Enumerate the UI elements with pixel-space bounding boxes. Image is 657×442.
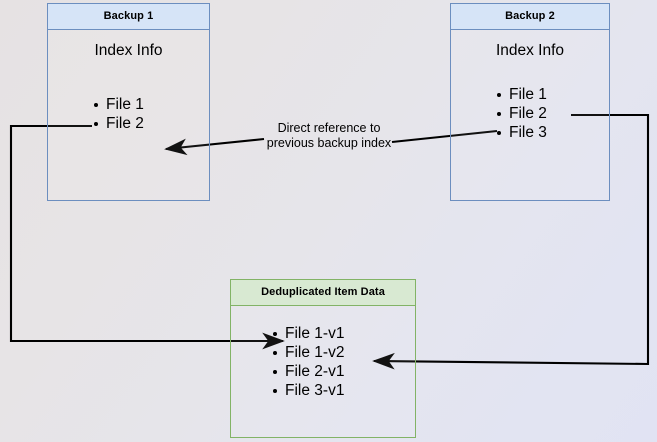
list-item: File 1 (495, 85, 547, 104)
node-backup-2-body: Index Info File 1 File 2 File 3 (451, 30, 609, 200)
node-dedup-header: Deduplicated Item Data (231, 280, 415, 306)
node-backup-1-body: Index Info File 1 File 2 (48, 30, 209, 200)
backup-2-file-list: File 1 File 2 File 3 (495, 85, 547, 142)
edge-label-direct-reference: Direct reference to previous backup inde… (266, 121, 392, 150)
list-item: File 2-v1 (271, 362, 344, 381)
edge-backup1-to-dedup (9, 124, 285, 350)
list-item: File 2 (495, 104, 547, 123)
edge-reference-right-segment (391, 129, 498, 144)
backup-2-index-title: Index Info (495, 42, 565, 59)
node-dedup-body: File 1-v1 File 1-v2 File 2-v1 File 3-v1 (231, 306, 415, 437)
dedup-file-list: File 1-v1 File 1-v2 File 2-v1 File 3-v1 (271, 324, 344, 400)
list-item: File 3-v1 (271, 381, 344, 400)
list-item: File 1-v2 (271, 343, 344, 362)
backup-1-index-title: Index Info (94, 42, 163, 59)
list-item: File 1-v1 (271, 324, 344, 343)
node-backup-1-header: Backup 1 (48, 4, 209, 30)
node-deduplicated-item-data[interactable]: Deduplicated Item Data File 1-v1 File 1-… (230, 279, 416, 438)
node-backup-2-header: Backup 2 (451, 4, 609, 30)
list-item: File 2 (92, 114, 144, 133)
node-backup-2[interactable]: Backup 2 Index Info File 1 File 2 File 3 (450, 3, 610, 201)
edge-reference-left-segment (164, 137, 265, 156)
node-backup-1[interactable]: Backup 1 Index Info File 1 File 2 (47, 3, 210, 201)
list-item: File 1 (92, 95, 144, 114)
list-item: File 3 (495, 123, 547, 142)
backup-1-file-list: File 1 File 2 (92, 95, 144, 133)
